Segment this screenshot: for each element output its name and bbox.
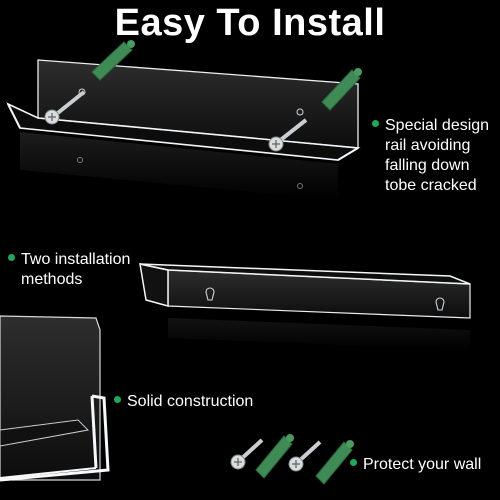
feature-two-methods: Two installation methods [8,250,178,290]
wall-anchor-icon [321,68,362,111]
bullet-dot-icon [372,120,379,127]
feature-text: Protect your wall [363,456,482,473]
screw-icon [288,440,322,472]
middle-shelf [139,263,471,350]
top-shelf [6,59,361,200]
feature-special-design: Special design rail avoiding falling dow… [372,116,500,196]
feature-text: Solid construction [127,393,254,410]
screw-icon [230,438,264,470]
wall-anchor-icon [255,434,294,479]
feature-text-line: tobe cracked [385,177,477,194]
bullet-dot-icon [350,459,357,466]
screw-icon [44,90,86,125]
bullet-dot-icon [8,254,15,261]
wall-anchor-icon [315,440,354,485]
wall-anchor-icon [91,40,135,81]
screw-icon [268,118,308,152]
feature-solid-construction: Solid construction [114,392,253,412]
feature-text-line: methods [21,271,83,288]
feature-text-line: falling down [385,157,470,174]
bottom-shelf [0,315,110,482]
bullet-dot-icon [114,396,121,403]
feature-text-line: rail avoiding [385,137,471,154]
feature-text-line: Special design [385,117,490,134]
feature-text-line: Two installation [21,251,131,268]
page-title: Easy To Install [114,2,386,44]
feature-protect-wall: Protect your wall [350,455,481,475]
